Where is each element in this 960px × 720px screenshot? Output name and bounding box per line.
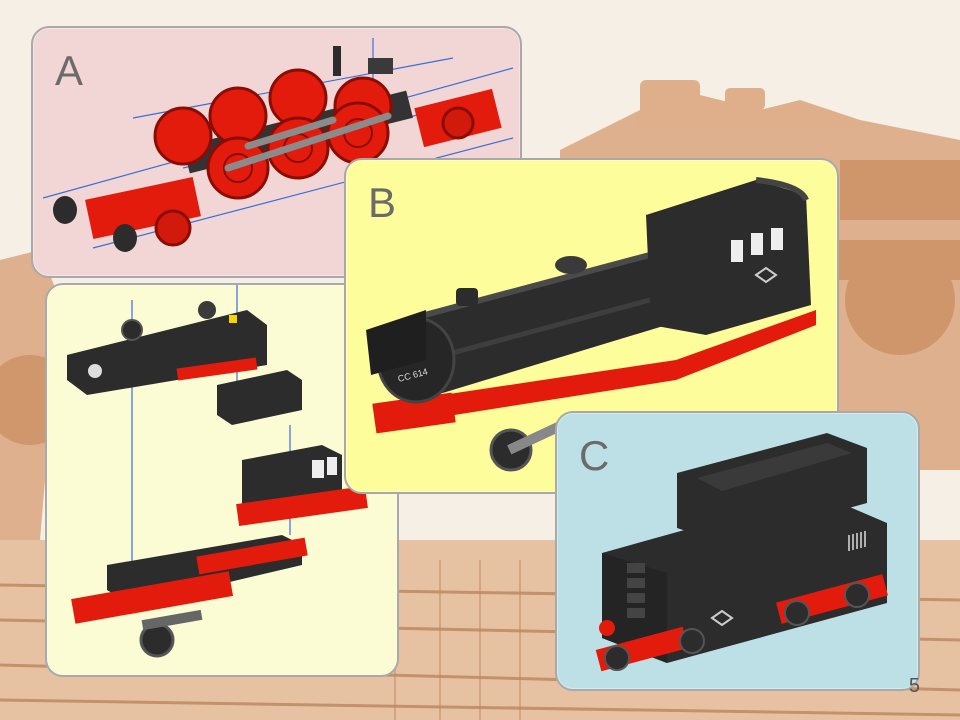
step-letter-a: A [55,47,84,94]
step-panel-exploded [45,283,399,677]
step-letter-b: B [368,179,397,226]
step-panel-b: CC 614 B [344,158,839,494]
step-panel-c: C [555,411,920,691]
wheel-chassis-illustration [42,38,514,252]
exploded-assembly-illustration [67,285,368,658]
step-letter-c: C [579,432,610,479]
tender-illustration [595,433,888,672]
page-number: 5 [908,675,920,697]
